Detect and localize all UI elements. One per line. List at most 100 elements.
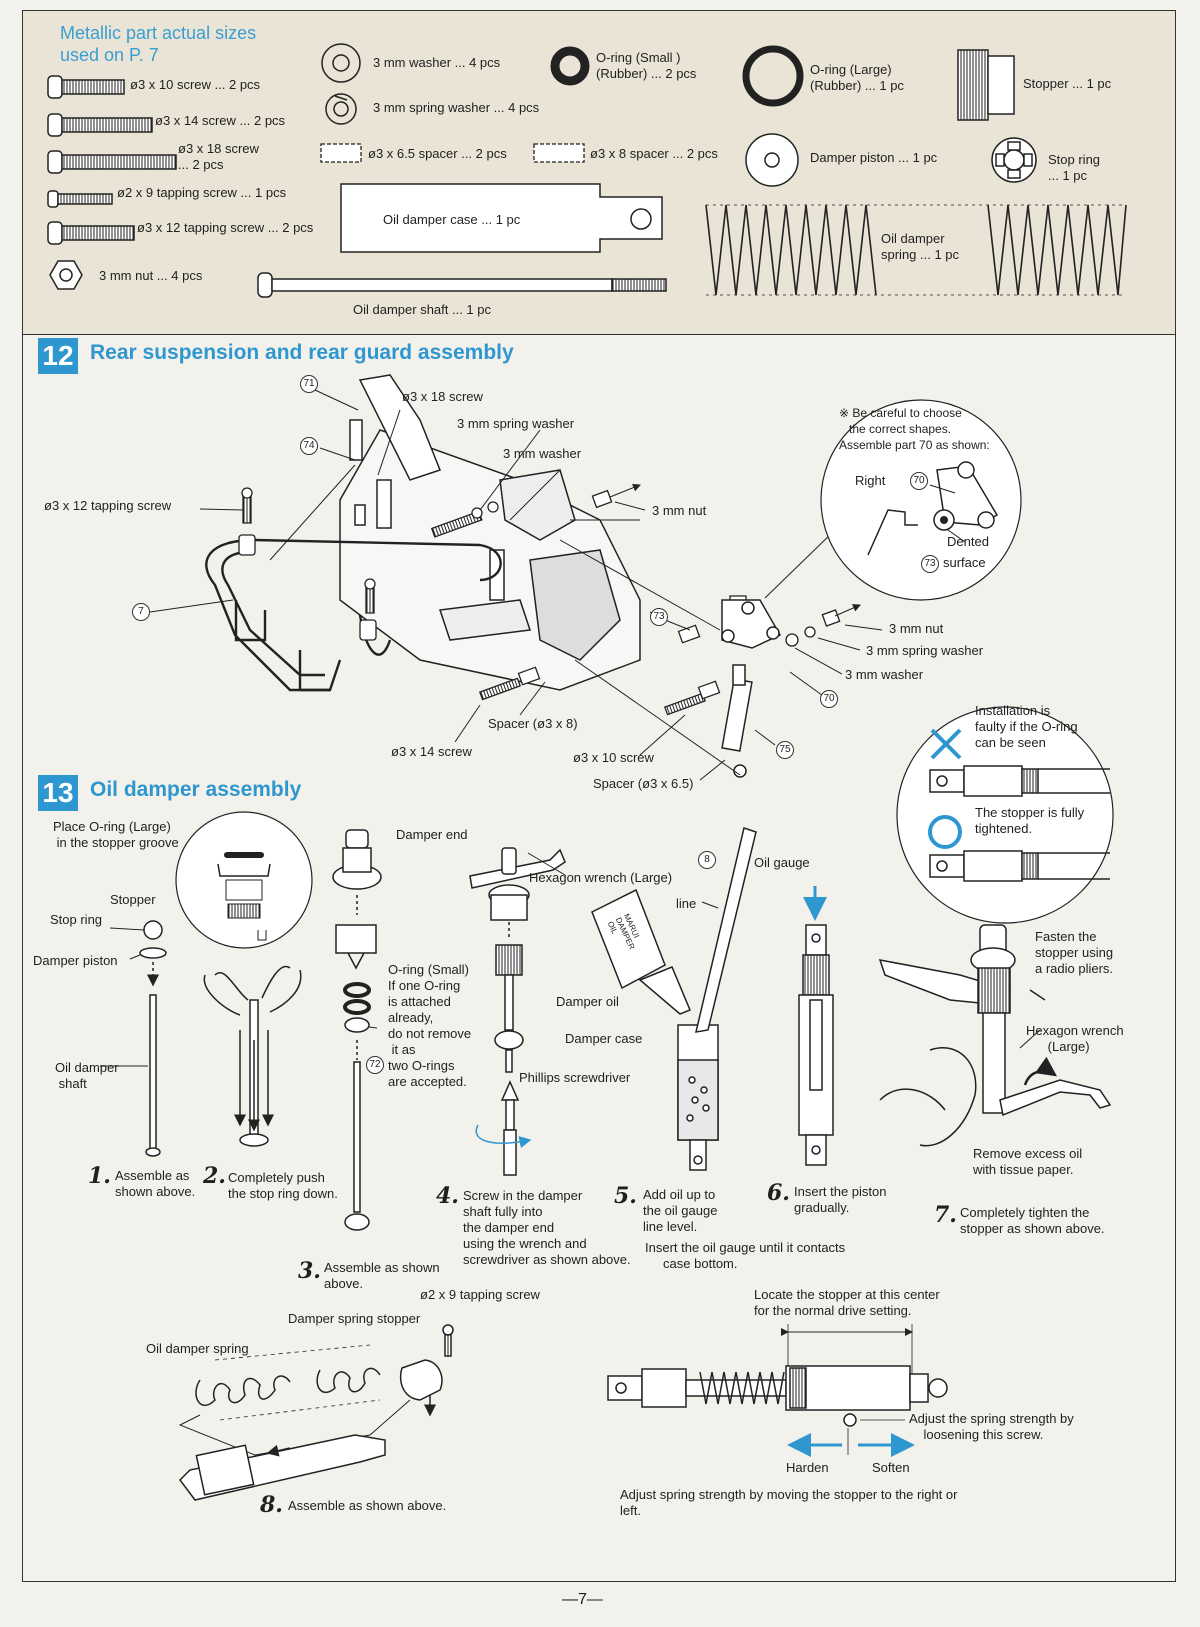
damper-piston-icon — [746, 134, 798, 186]
spring-washer-label-12a: 3 mm spring washer — [457, 416, 575, 431]
adjust-screw-note: Adjust the spring strength by loosening … — [909, 1411, 1074, 1442]
stopper-label: Stopper ... 1 pc — [1023, 76, 1112, 91]
fully-tightened-note: The stopper is fully tightened. — [975, 805, 1085, 836]
stop-ring-label-13: Stop ring — [50, 912, 103, 927]
spacer-8-icon — [534, 144, 584, 162]
damper-case-label: Oil damper case ... 1 pc — [383, 212, 521, 227]
stopper-label-13: Stopper — [110, 892, 156, 907]
step-6-text: Insert the piston gradually. — [794, 1184, 887, 1215]
line-label: line — [676, 896, 697, 911]
tapping-screw-3x12-label: ø3 x 12 tapping screw ... 2 pcs — [137, 220, 314, 235]
step-8-number: 8. — [260, 1492, 283, 1518]
part-72-callout: 72 — [366, 1056, 384, 1074]
hex-wrench-label: Hexagon wrench (Large) — [529, 870, 673, 885]
dented-label: Dented — [947, 534, 989, 549]
damper-shaft-label: Oil damper shaft ... 1 pc — [353, 302, 492, 317]
step7-pliers-drawing — [880, 925, 1110, 1146]
part-75-callout: 75 — [776, 741, 794, 759]
step5-oil-drawing — [592, 828, 756, 1170]
step-6-number: 6. — [767, 1180, 790, 1206]
section-12-title: Rear suspension and rear guard assembly — [90, 341, 514, 364]
step-5-text: Add oil up to the oil gauge line level. — [643, 1187, 718, 1234]
page-frame — [22, 10, 1176, 1582]
stop-ring-icon — [992, 138, 1036, 182]
step6-piston-drawing — [799, 886, 833, 1165]
tapping-screw-2x9-label: ø2 x 9 tapping screw ... 1 pcs — [117, 185, 287, 200]
oring-small-icon — [555, 51, 585, 81]
screw-10-label: ø3 x 10 screw — [573, 750, 654, 765]
part-74-callout: 74 — [300, 437, 318, 455]
damper-unit-75-drawing — [722, 600, 780, 777]
part-71-callout: 71 — [300, 375, 318, 393]
washer-3mm-icon — [322, 44, 360, 82]
rear-chassis-drawing — [340, 375, 640, 690]
damper-piston-label: Damper piston ... 1 pc — [810, 150, 938, 165]
fasten-stopper-note: Fasten the stopper using a radio pliers. — [1035, 929, 1114, 976]
stopper-oring-detail — [176, 812, 312, 948]
harden-label: Harden — [786, 1460, 829, 1475]
step3-assembly-drawing — [333, 830, 381, 1230]
damper-spring-label: Oil damper spring ... 1 pc — [881, 231, 960, 262]
step-1-text: Assemble as shown above. — [115, 1168, 196, 1199]
section-12-number: 12 — [38, 338, 78, 374]
screw-14-label: ø3 x 14 screw — [391, 744, 472, 759]
rear-guard-drawing — [206, 540, 500, 690]
tapping-screw-12-label: ø3 x 12 tapping screw — [44, 498, 172, 513]
page-number: —7— — [562, 1591, 603, 1608]
spring-washer-label: 3 mm spring washer ... 4 pcs — [373, 100, 540, 115]
tapping-screw-29-label: ø2 x 9 tapping screw — [420, 1287, 540, 1302]
step1-assembly-drawing — [100, 921, 166, 1156]
step-3-number: 3. — [298, 1258, 321, 1284]
damper-oil-label: Damper oil — [556, 994, 619, 1009]
oring-small-label: O-ring (Small ) (Rubber) ... 2 pcs — [596, 50, 697, 81]
hex-wrench-label-7: Hexagon wrench (Large) — [1026, 1023, 1124, 1054]
spacer-8-label: ø3 x 8 spacer ... 2 pcs — [590, 146, 718, 161]
parts-title: Metallic part actual sizes used on P. 7 — [60, 23, 257, 65]
washer-label-12b: 3 mm washer — [845, 667, 924, 682]
nut-3mm-icon — [50, 261, 82, 289]
nut-label-12a: 3 mm nut — [652, 503, 707, 518]
screw-3x14-icon — [48, 114, 152, 136]
step2-hands-drawing — [204, 966, 300, 1146]
washer-label-12a: 3 mm washer — [503, 446, 582, 461]
damper-end-label: Damper end — [396, 827, 468, 842]
spring-washer-label-12b: 3 mm spring washer — [866, 643, 984, 658]
oil-damper-shaft-icon — [258, 273, 666, 297]
step-2-number: 2. — [203, 1163, 226, 1189]
part-70-detail-callout: 70 — [910, 472, 928, 490]
phillips-label: Phillips screwdriver — [519, 1070, 631, 1085]
step4-assembly-drawing — [470, 848, 565, 1175]
spacer-8-label-12: Spacer (ø3 x 8) — [488, 716, 578, 731]
part70-note: ※ Be careful to choose the correct shape… — [839, 406, 990, 452]
oring-large-label: O-ring (Large) (Rubber) ... 1 pc — [810, 62, 904, 93]
adjust-spring-note: Adjust spring strength by moving the sto… — [620, 1487, 958, 1518]
step-8-text: Assemble as shown above. — [288, 1498, 447, 1513]
soften-label: Soften — [872, 1460, 910, 1475]
remove-oil-note: Remove excess oil with tissue paper. — [973, 1146, 1083, 1177]
nut-3mm-label: 3 mm nut ... 4 pcs — [99, 268, 203, 283]
part-73-detail-callout: 73 — [921, 555, 939, 573]
step-4-number: 4. — [436, 1183, 459, 1209]
spring-adjust-drawing — [608, 1324, 947, 1457]
surface-label: surface — [943, 555, 986, 570]
spring-washer-icon — [326, 94, 356, 124]
step-1-number: 1. — [88, 1163, 111, 1189]
section-13-title: Oil damper assembly — [90, 778, 302, 801]
step-4-text: Screw in the damper shaft fully into the… — [463, 1188, 631, 1267]
tapping-screw-3x12-icon — [48, 222, 134, 244]
oil-damper-spring-label: Oil damper spring — [146, 1341, 249, 1356]
oil-damper-shaft-label-13: Oil damper shaft — [55, 1060, 119, 1091]
place-oring-label: Place O-ring (Large) in the stopper groo… — [53, 819, 179, 850]
oil-damper-spring-icon — [706, 205, 1126, 295]
part70-detail-circle — [821, 400, 1021, 600]
part-73-callout: 73 — [650, 608, 668, 626]
faulty-note: Installation is faulty if the O-ring can… — [975, 703, 1078, 750]
screw-3x10-icon — [48, 76, 124, 98]
part-70-callout: 70 — [820, 690, 838, 708]
screw-18-label: ø3 x 18 screw — [402, 389, 483, 404]
screw-3x18-label: ø3 x 18 screw ... 2 pcs — [178, 141, 259, 172]
step-7-number: 7. — [934, 1202, 957, 1228]
step-5-number: 5. — [614, 1183, 637, 1209]
oil-gauge-label: Oil gauge — [754, 855, 810, 870]
